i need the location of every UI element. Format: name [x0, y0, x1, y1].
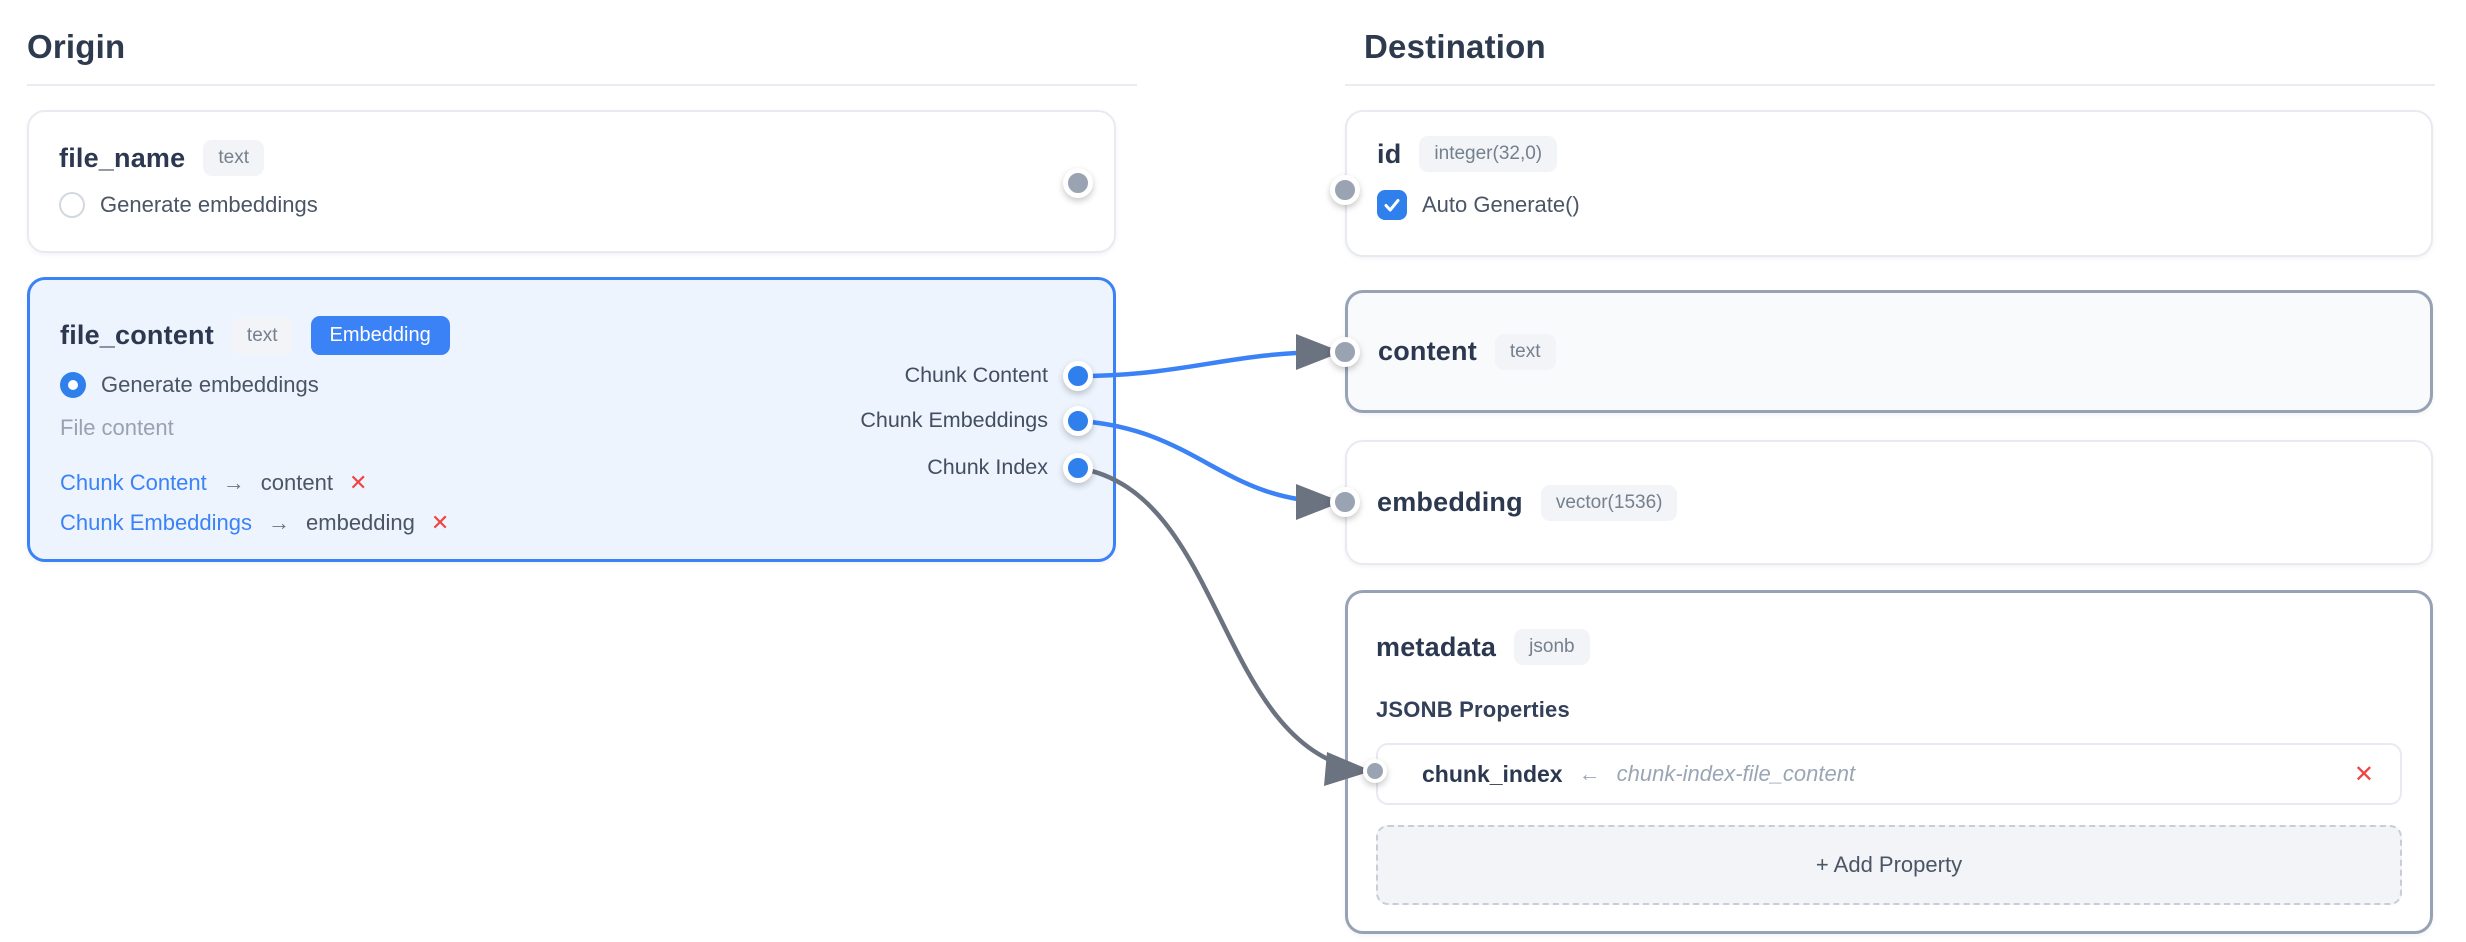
- port-label-chunk-index: Chunk Index: [927, 455, 1048, 479]
- arrow-right-icon: →: [268, 510, 291, 535]
- mapping-source-link[interactable]: Chunk Content: [60, 470, 207, 495]
- field-title-row: embedding vector(1536): [1377, 484, 1678, 521]
- port-dot-id[interactable]: [1330, 175, 1360, 205]
- mapping-row: Chunk Content → content ✕: [60, 463, 1083, 503]
- property-name: chunk_index: [1422, 760, 1563, 787]
- mapping-list: Chunk Content → content ✕ Chunk Embeddin…: [60, 463, 1083, 543]
- field-type-badge: text: [231, 317, 293, 354]
- mapping-target: embedding: [306, 510, 415, 535]
- destination-field-card-content[interactable]: content text: [1345, 290, 2433, 413]
- origin-heading: Origin: [27, 28, 126, 65]
- generate-embeddings-label: Generate embeddings: [101, 372, 319, 397]
- remove-mapping-icon[interactable]: ✕: [348, 470, 368, 495]
- add-property-button[interactable]: + Add Property: [1376, 825, 2402, 905]
- port-dot-file-name[interactable]: [1063, 168, 1093, 198]
- generate-embeddings-row: Generate embeddings: [60, 372, 1083, 398]
- mapping-source-link[interactable]: Chunk Embeddings: [60, 510, 253, 535]
- field-title-row: file_content text Embedding: [60, 316, 1083, 355]
- field-type-badge: jsonb: [1514, 629, 1590, 665]
- wire-chunk-index-to-metadata: [1075, 465, 1363, 773]
- port-label-chunk-content: Chunk Content: [904, 363, 1048, 387]
- generate-embeddings-radio[interactable]: [59, 192, 85, 218]
- field-type-badge: vector(1536): [1540, 484, 1678, 521]
- destination-divider: [1345, 84, 2435, 86]
- embedding-badge: Embedding: [310, 316, 450, 355]
- auto-generate-checkbox[interactable]: [1377, 190, 1407, 220]
- field-type-badge: text: [203, 140, 264, 176]
- auto-generate-row: Auto Generate(): [1377, 190, 2401, 220]
- arrow-left-icon: ←: [1578, 761, 1601, 786]
- field-type-badge: integer(32,0): [1419, 136, 1558, 172]
- field-description: File content: [60, 415, 174, 440]
- field-title-row: metadata jsonb: [1376, 629, 2402, 665]
- mapping-target: content: [260, 470, 333, 495]
- jsonb-property-row-chunk-index: chunk_index ← chunk-index-file_content ✕: [1376, 743, 2402, 805]
- property-source-ref: chunk-index-file_content: [1616, 761, 1856, 786]
- check-icon: [1384, 199, 1400, 212]
- destination-field-card-embedding[interactable]: embedding vector(1536): [1345, 440, 2433, 565]
- remove-mapping-icon[interactable]: ✕: [430, 510, 450, 535]
- port-dot-chunk-embeddings[interactable]: [1063, 406, 1093, 436]
- jsonb-properties-label: JSONB Properties: [1376, 697, 1570, 722]
- arrow-right-icon: →: [222, 470, 245, 495]
- generate-embeddings-label: Generate embeddings: [100, 192, 318, 217]
- field-name: metadata: [1376, 631, 1497, 662]
- field-title-row: id integer(32,0): [1377, 136, 2401, 172]
- field-type-badge: text: [1494, 333, 1556, 370]
- mapping-row: Chunk Embeddings → embedding ✕: [60, 503, 1083, 543]
- generate-embeddings-row: Generate embeddings: [59, 192, 1084, 218]
- field-name: file_content: [60, 320, 214, 350]
- auto-generate-label: Auto Generate(): [1422, 192, 1580, 217]
- field-name: content: [1378, 336, 1477, 366]
- port-dot-content[interactable]: [1330, 337, 1360, 367]
- destination-heading: Destination: [1364, 28, 1546, 65]
- destination-field-card-id[interactable]: id integer(32,0) Auto Generate(): [1345, 110, 2433, 257]
- remove-property-icon[interactable]: ✕: [2353, 760, 2374, 788]
- field-name: embedding: [1377, 487, 1523, 517]
- port-label-chunk-embeddings: Chunk Embeddings: [860, 408, 1048, 432]
- origin-field-card-file-content[interactable]: file_content text Embedding Generate emb…: [27, 277, 1116, 562]
- field-name: id: [1377, 138, 1402, 169]
- origin-field-card-file-name[interactable]: file_name text Generate embeddings: [27, 110, 1116, 253]
- port-dot-chunk-index[interactable]: [1063, 453, 1093, 483]
- port-dot-chunk-content[interactable]: [1063, 361, 1093, 391]
- port-dot-embedding[interactable]: [1330, 487, 1360, 517]
- field-name: file_name: [59, 142, 186, 173]
- port-dot-metadata-chunk-index[interactable]: [1363, 759, 1387, 783]
- destination-field-card-metadata[interactable]: metadata jsonb JSONB Properties chunk_in…: [1345, 590, 2433, 934]
- generate-embeddings-radio[interactable]: [60, 372, 86, 398]
- field-title-row: content text: [1378, 333, 1556, 370]
- field-title-row: file_name text: [59, 140, 1084, 176]
- origin-divider: [27, 84, 1137, 86]
